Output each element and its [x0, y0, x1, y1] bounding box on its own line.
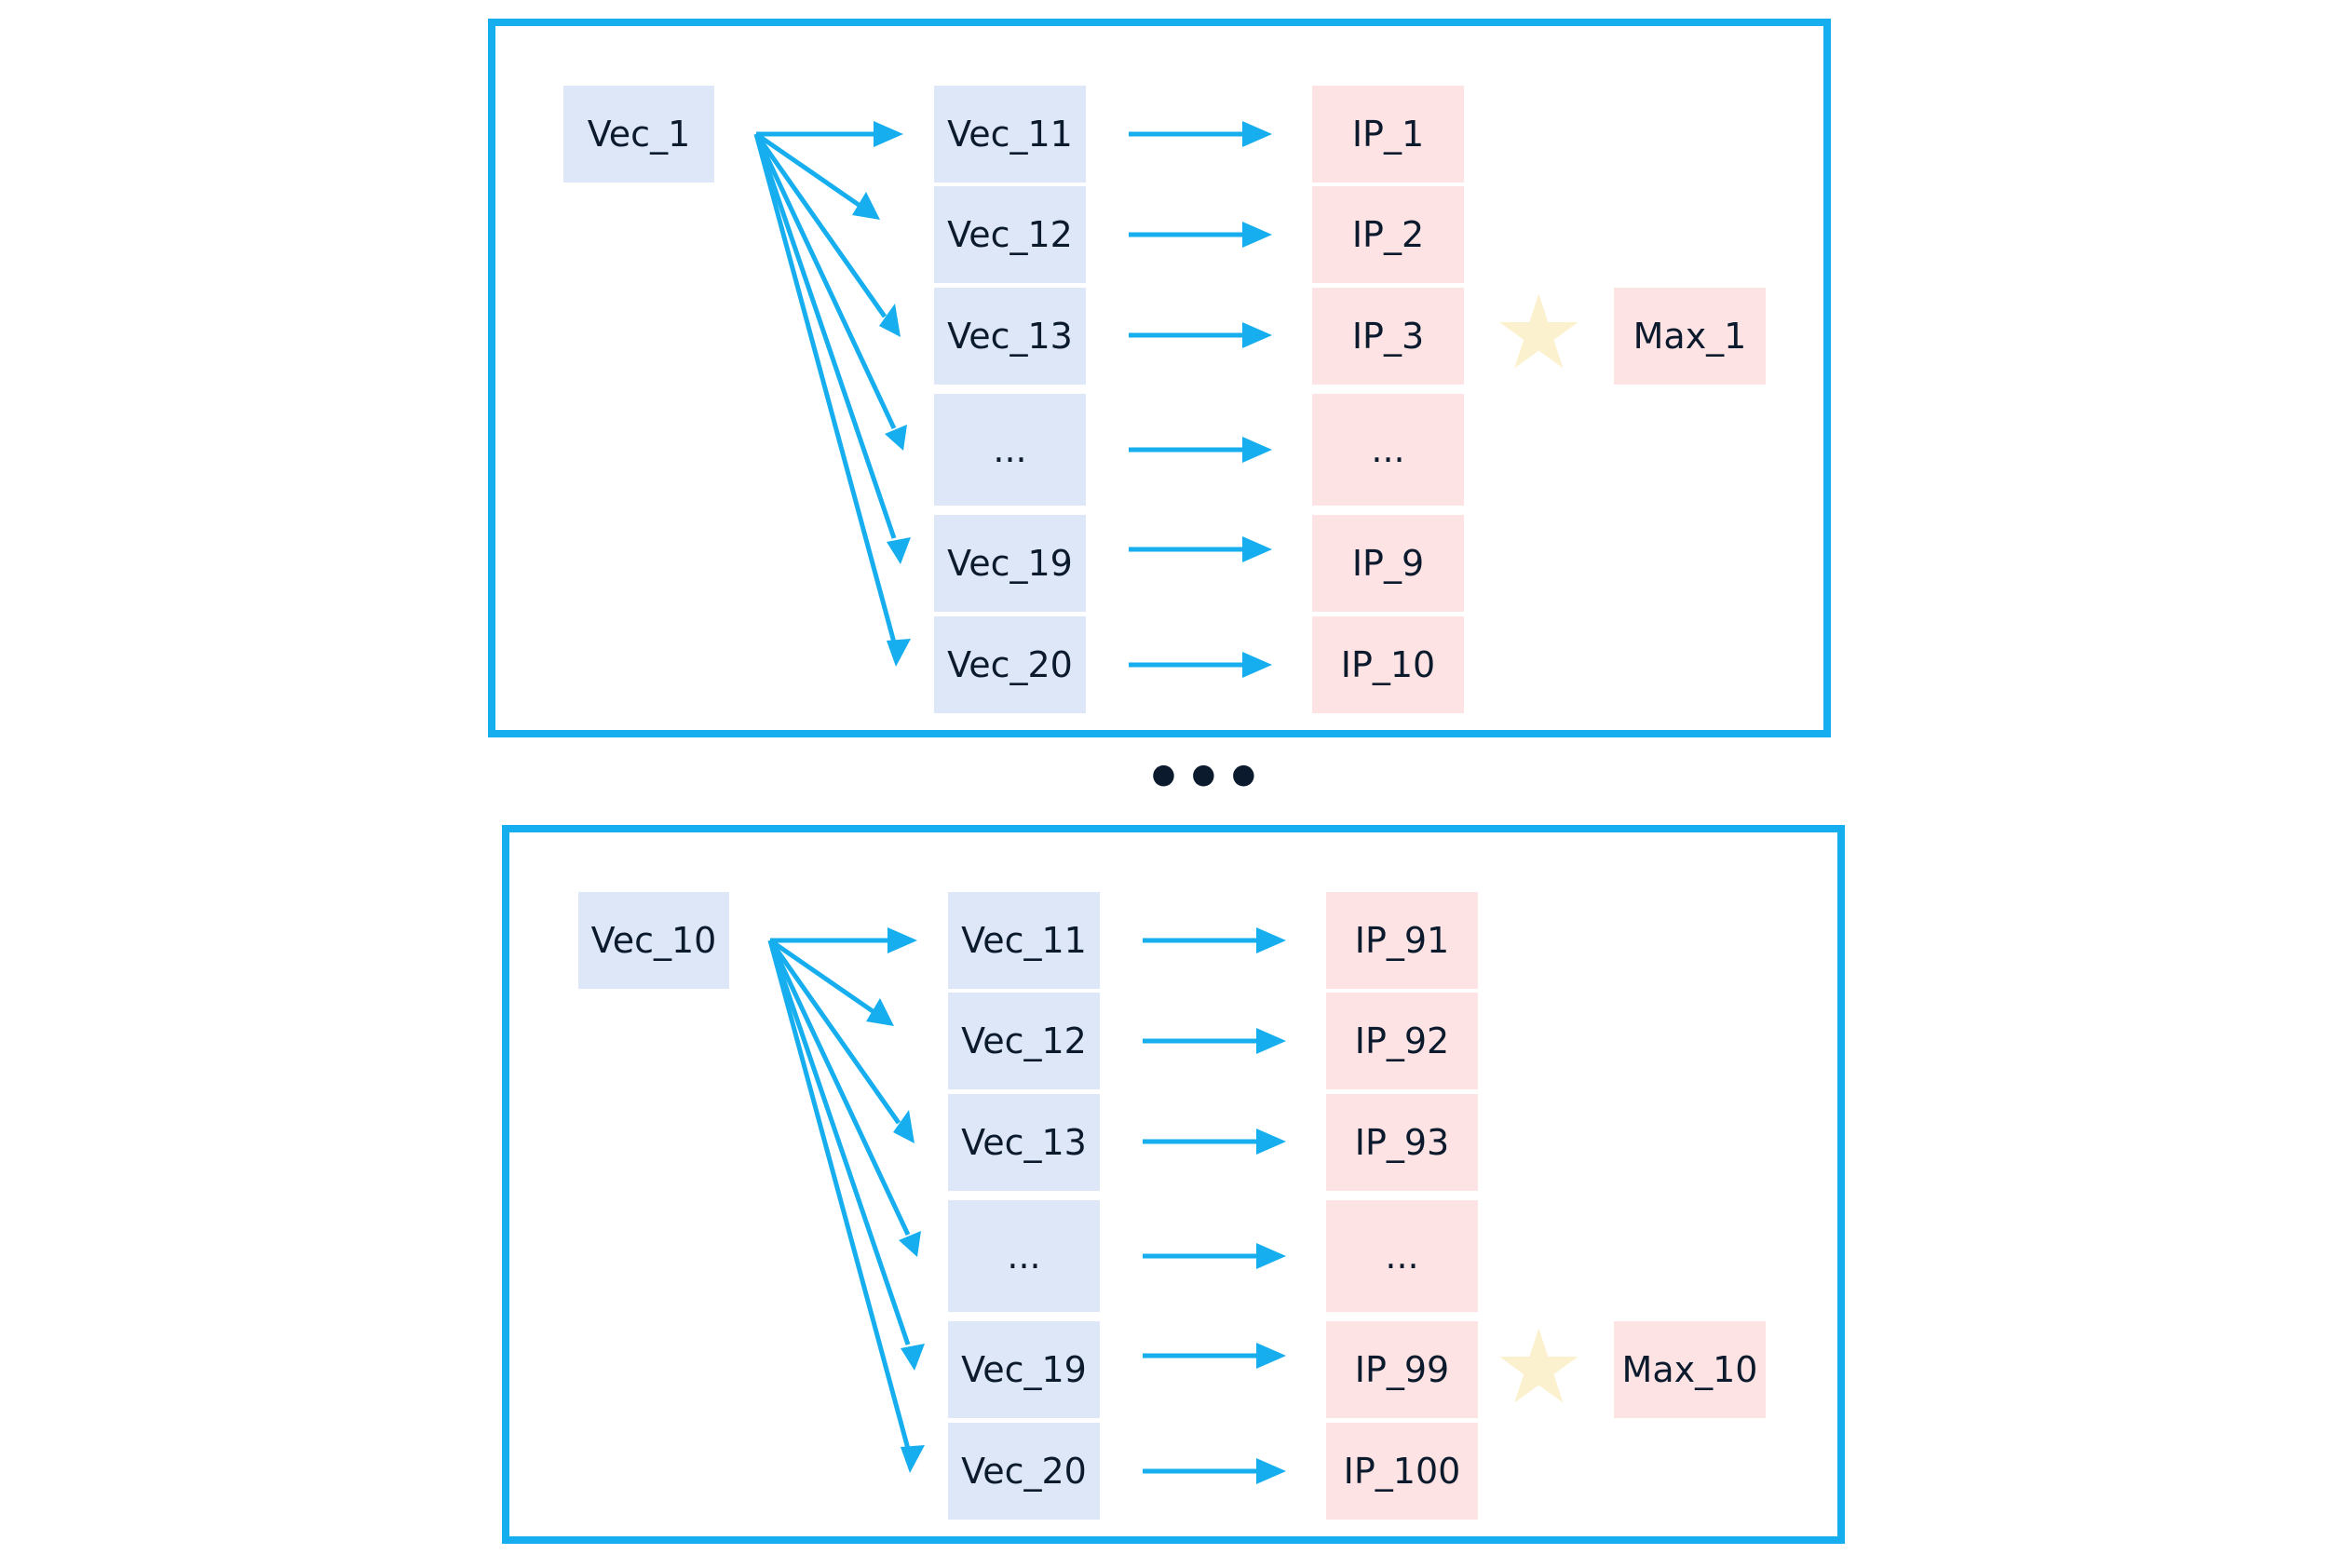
vector-box: Vec_19: [948, 1321, 1100, 1418]
vector-box: Vec_13: [948, 1094, 1100, 1191]
vector-box: Vec_11: [948, 892, 1100, 989]
inner-product-box: IP_99: [1326, 1321, 1478, 1418]
star-icon: ★: [1493, 273, 1585, 392]
panel-top: [488, 19, 1831, 737]
inner-product-box: IP_3: [1312, 288, 1464, 385]
inner-product-box: IP_92: [1326, 993, 1478, 1089]
panel-bottom: [502, 825, 1845, 1544]
vector-box: ...: [934, 394, 1086, 506]
source-vector-box: Vec_1: [563, 86, 714, 182]
vector-box: Vec_11: [934, 86, 1086, 182]
inner-product-box: IP_100: [1326, 1423, 1478, 1520]
inner-product-box: IP_2: [1312, 186, 1464, 283]
inner-product-box: ...: [1326, 1200, 1478, 1312]
star-icon: ★: [1493, 1307, 1585, 1426]
source-vector-box: Vec_10: [578, 892, 729, 989]
vector-box: ...: [948, 1200, 1100, 1312]
max-box: Max_10: [1614, 1321, 1766, 1418]
separator-ellipsis: •••: [1145, 744, 1265, 813]
inner-product-box: IP_10: [1312, 616, 1464, 713]
vector-box: Vec_19: [934, 515, 1086, 612]
vector-box: Vec_20: [948, 1423, 1100, 1520]
inner-product-box: IP_93: [1326, 1094, 1478, 1191]
vector-box: Vec_13: [934, 288, 1086, 385]
vector-box: Vec_12: [948, 993, 1100, 1089]
vector-box: Vec_20: [934, 616, 1086, 713]
vector-box: Vec_12: [934, 186, 1086, 283]
inner-product-box: IP_1: [1312, 86, 1464, 182]
inner-product-box: IP_91: [1326, 892, 1478, 989]
inner-product-box: IP_9: [1312, 515, 1464, 612]
max-box: Max_1: [1614, 288, 1766, 385]
inner-product-box: ...: [1312, 394, 1464, 506]
